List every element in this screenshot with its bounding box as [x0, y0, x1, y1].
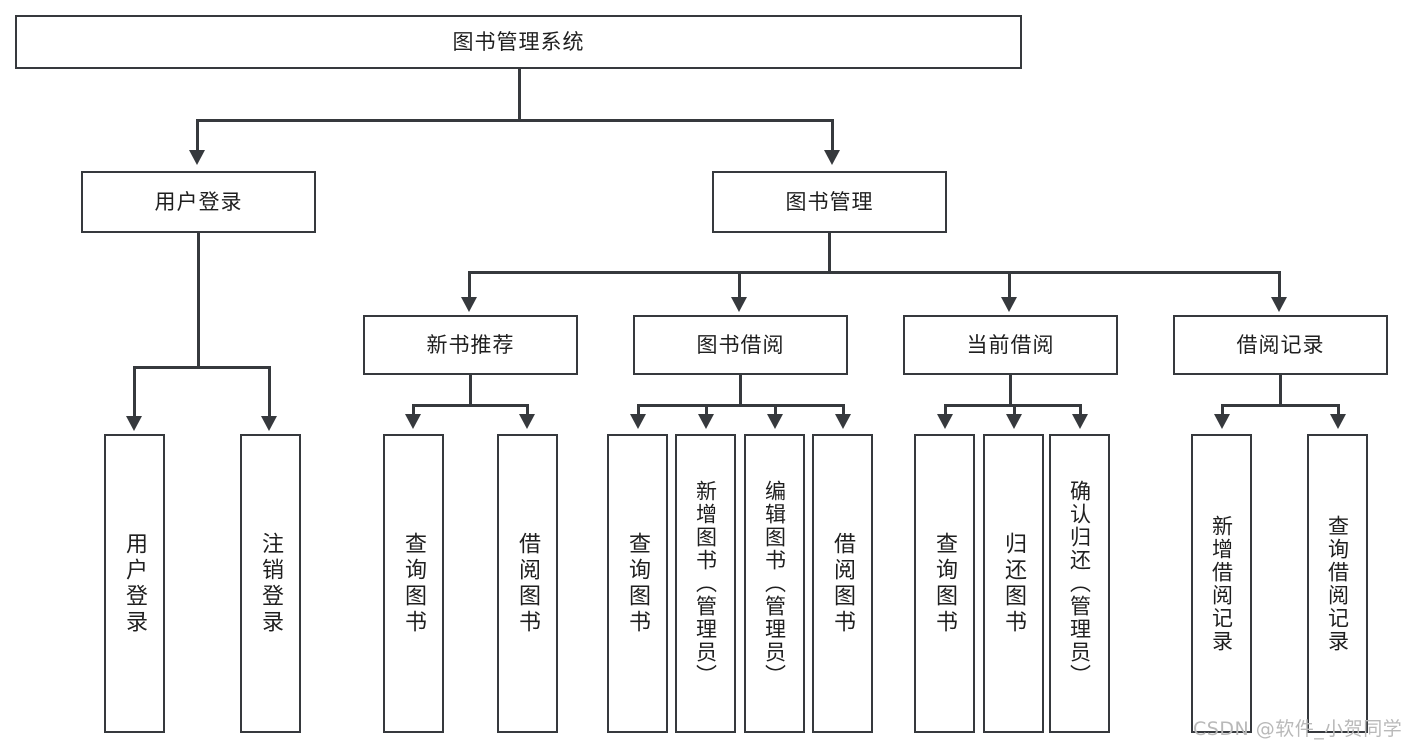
arrow-to-leaf-borrow-book-nbr: [519, 414, 535, 429]
node-current-borrow[interactable]: 当前借阅: [903, 315, 1118, 375]
arrow-to-current-borrow: [1001, 297, 1017, 312]
arrow-to-borrow-record: [1271, 297, 1287, 312]
leaf-label: 新增图书（管理员）: [693, 480, 718, 687]
arrow-to-new-book-recommend: [461, 297, 477, 312]
leaf-query-book-nbr[interactable]: 查询图书: [383, 434, 444, 733]
leaf-logout[interactable]: 注销登录: [240, 434, 301, 733]
leaf-borrow-book-nbr[interactable]: 借阅图书: [497, 434, 558, 733]
connector-root-drop-user-login: [196, 119, 199, 152]
csdn-watermark: CSDN @软件_小贺同学: [1193, 718, 1403, 740]
connector-nbr-trunk: [469, 375, 472, 404]
connector-nbr-bar: [412, 404, 528, 407]
node-label: 图书借阅: [696, 332, 785, 357]
connector-br-drop-2: [1337, 404, 1340, 418]
node-borrow-record[interactable]: 借阅记录: [1173, 315, 1388, 375]
node-root-book-management-system[interactable]: 图书管理系统: [15, 15, 1022, 69]
arrow-to-leaf-logout: [261, 416, 277, 431]
node-label: 图书管理系统: [452, 29, 585, 54]
arrow-to-leaf-return-book: [1006, 414, 1022, 429]
leaf-label: 查询借阅记录: [1325, 514, 1350, 653]
node-book-management[interactable]: 图书管理: [712, 171, 947, 233]
connector-nbr-drop-1: [412, 404, 415, 418]
connector-book-management-bar: [468, 271, 1280, 274]
leaf-query-borrow-record[interactable]: 查询借阅记录: [1307, 434, 1368, 733]
leaf-return-book[interactable]: 归还图书: [983, 434, 1044, 733]
connector-br-drop-1: [1221, 404, 1224, 418]
connector-bb-trunk: [739, 375, 742, 404]
leaf-label: 确认归还（管理员）: [1067, 480, 1092, 687]
node-label: 图书管理: [785, 189, 874, 214]
leaf-query-book-cb[interactable]: 查询图书: [914, 434, 975, 733]
connector-br-bar: [1221, 404, 1339, 407]
connector-bm-drop-borrow: [738, 271, 741, 299]
connector-cb-trunk: [1009, 375, 1012, 404]
connector-bb-drop-1: [637, 404, 640, 418]
arrow-to-leaf-add-book: [698, 414, 714, 429]
connector-bm-drop-new-book: [468, 271, 471, 299]
arrow-to-book-management: [824, 150, 840, 165]
connector-user-login-drop-2: [268, 366, 271, 418]
leaf-label: 用户登录: [122, 531, 148, 636]
node-label: 借阅记录: [1236, 332, 1325, 357]
leaf-label: 借阅图书: [830, 531, 856, 636]
connector-cb-drop-1: [944, 404, 947, 418]
connector-bb-drop-4: [842, 404, 845, 418]
connector-bm-drop-current: [1008, 271, 1011, 299]
arrow-to-leaf-query-record: [1330, 414, 1346, 429]
connector-nbr-drop-2: [526, 404, 529, 418]
leaf-label: 查询图书: [625, 531, 651, 636]
arrow-to-leaf-query-book-cb: [937, 414, 953, 429]
node-book-borrow[interactable]: 图书借阅: [633, 315, 848, 375]
node-label: 当前借阅: [966, 332, 1055, 357]
leaf-confirm-return-admin[interactable]: 确认归还（管理员）: [1049, 434, 1110, 733]
arrow-to-leaf-edit-book: [767, 414, 783, 429]
connector-bb-drop-2: [705, 404, 708, 418]
connector-br-trunk: [1279, 375, 1282, 404]
leaf-label: 查询图书: [401, 531, 427, 636]
connector-root-bar: [196, 119, 833, 122]
node-label: 新书推荐: [426, 332, 515, 357]
connector-user-login-bar: [133, 366, 270, 369]
arrow-to-user-login: [189, 150, 205, 165]
leaf-add-book-admin[interactable]: 新增图书（管理员）: [675, 434, 736, 733]
leaf-borrow-book-bb[interactable]: 借阅图书: [812, 434, 873, 733]
arrow-to-leaf-confirm-return: [1072, 414, 1088, 429]
node-label: 用户登录: [154, 189, 243, 214]
leaf-edit-book-admin[interactable]: 编辑图书（管理员）: [744, 434, 805, 733]
arrow-to-leaf-query-book-bb: [630, 414, 646, 429]
leaf-label: 编辑图书（管理员）: [762, 480, 787, 687]
arrow-to-leaf-query-book-nbr: [405, 414, 421, 429]
leaf-label: 注销登录: [258, 531, 284, 636]
leaf-label: 归还图书: [1001, 531, 1027, 636]
connector-bm-drop-record: [1278, 271, 1281, 299]
arrow-to-leaf-add-record: [1214, 414, 1230, 429]
connector-bb-drop-3: [774, 404, 777, 418]
connector-cb-bar: [944, 404, 1080, 407]
connector-cb-drop-2: [1013, 404, 1016, 418]
leaf-query-book-bb[interactable]: 查询图书: [607, 434, 668, 733]
connector-user-login-trunk: [197, 233, 200, 366]
leaf-label: 新增借阅记录: [1209, 514, 1234, 653]
node-new-book-recommend[interactable]: 新书推荐: [363, 315, 578, 375]
leaf-add-borrow-record[interactable]: 新增借阅记录: [1191, 434, 1252, 733]
node-user-login[interactable]: 用户登录: [81, 171, 316, 233]
leaf-label: 借阅图书: [515, 531, 541, 636]
connector-cb-drop-3: [1079, 404, 1082, 418]
arrow-to-book-borrow: [731, 297, 747, 312]
connector-root-trunk: [518, 69, 521, 119]
connector-bb-bar: [637, 404, 843, 407]
connector-book-management-trunk: [828, 233, 831, 271]
connector-user-login-drop-1: [133, 366, 136, 418]
connector-root-drop-book-management: [831, 119, 834, 152]
arrow-to-leaf-borrow-book-bb: [835, 414, 851, 429]
leaf-label: 查询图书: [932, 531, 958, 636]
leaf-user-login[interactable]: 用户登录: [104, 434, 165, 733]
arrow-to-leaf-user-login: [126, 416, 142, 431]
